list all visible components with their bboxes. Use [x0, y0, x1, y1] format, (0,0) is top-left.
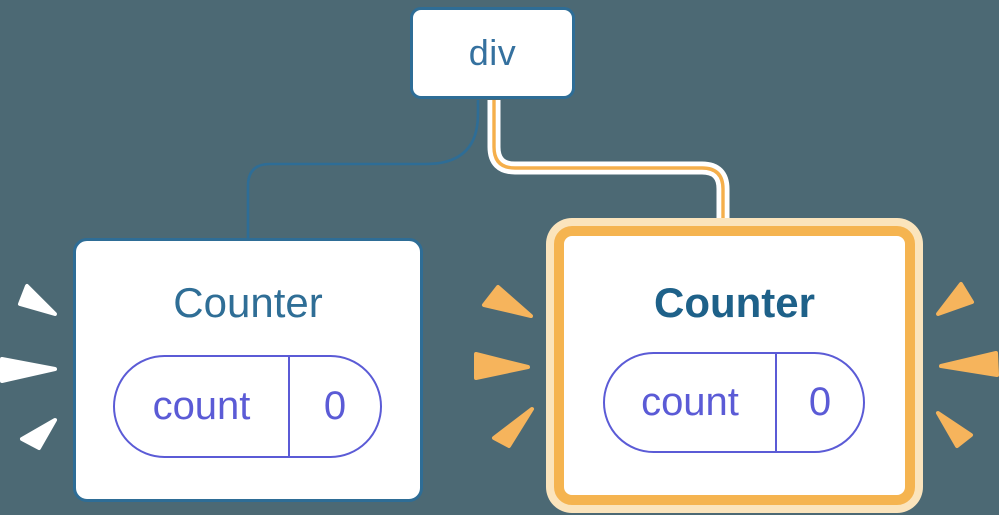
- burst-ray-icon: [20, 418, 57, 450]
- burst-ray-icon: [936, 282, 974, 316]
- state-value: 0: [323, 384, 347, 428]
- burst-ray-icon: [939, 351, 999, 377]
- burst-right-counter-left: [474, 285, 534, 448]
- edge-div-to-right-counter-highlight: [492, 100, 725, 236]
- burst-ray-icon: [482, 285, 533, 318]
- counter-title: Counter: [173, 279, 323, 326]
- state-key: count: [605, 354, 777, 451]
- state-pill: count 0: [113, 355, 382, 458]
- burst-left-counter: [0, 284, 57, 450]
- edge-div-to-left-counter: [246, 100, 480, 242]
- counter-card-left: Counter count 0: [73, 238, 423, 502]
- burst-ray-icon: [474, 352, 530, 380]
- burst-ray-icon: [492, 407, 534, 448]
- edge-div-to-right-counter-casing: [487, 100, 730, 230]
- counter-title: Counter: [654, 279, 815, 326]
- tree-node-div-label: div: [468, 32, 517, 73]
- state-value: 0: [808, 380, 832, 424]
- counter-card-right-highlighted: Counter count 0: [554, 226, 915, 505]
- state-pill: count 0: [603, 352, 865, 453]
- burst-right-counter-right: [936, 282, 999, 448]
- burst-ray-icon: [18, 284, 57, 316]
- burst-ray-icon: [0, 357, 57, 383]
- burst-ray-icon: [936, 411, 973, 448]
- state-key: count: [115, 357, 290, 456]
- tree-node-div: div: [410, 7, 575, 99]
